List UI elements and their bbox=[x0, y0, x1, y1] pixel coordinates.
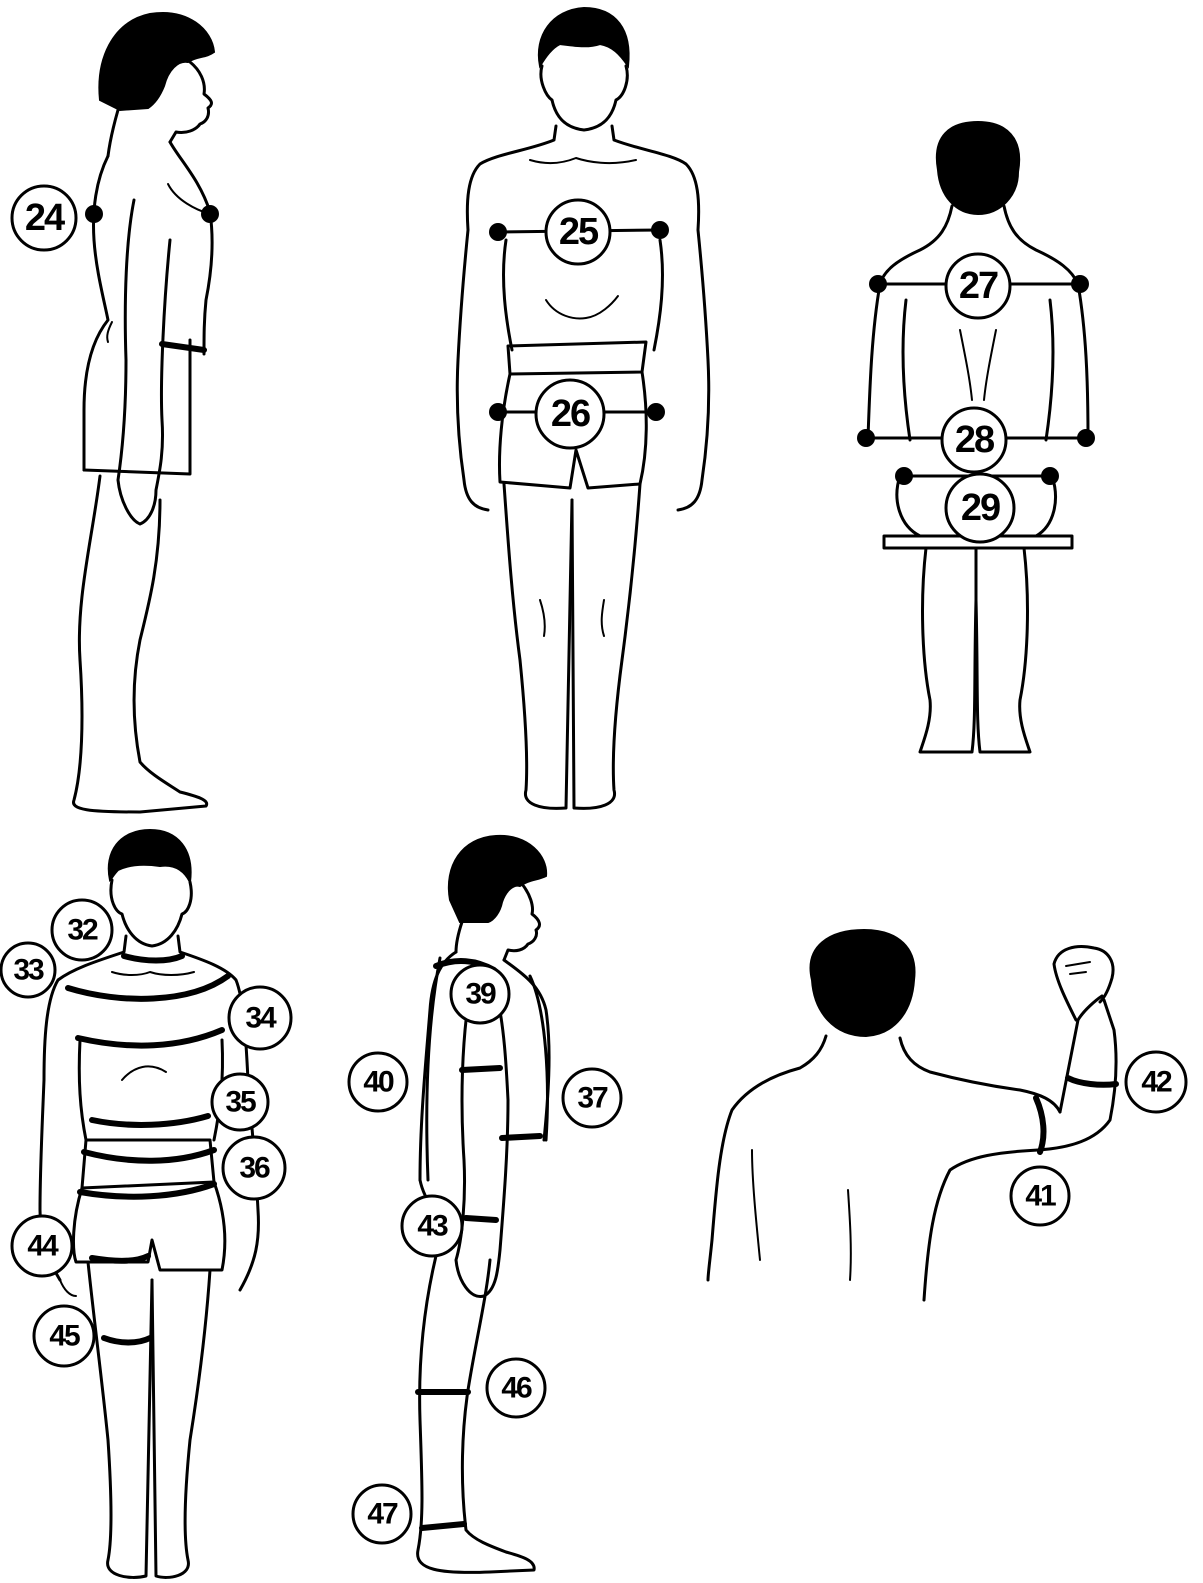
callout-28-text: 28 bbox=[955, 419, 994, 461]
callout-42-text: 42 bbox=[1141, 1066, 1172, 1099]
callout-42: 42 bbox=[1126, 1052, 1186, 1112]
callout-41-text: 41 bbox=[1025, 1180, 1056, 1213]
callout-45-text: 45 bbox=[49, 1320, 80, 1353]
callout-27-text: 27 bbox=[959, 265, 998, 307]
callout-33-text: 33 bbox=[13, 954, 44, 987]
callout-36: 36 bbox=[223, 1137, 285, 1199]
callout-47-text: 47 bbox=[367, 1498, 398, 1531]
callout-35-text: 35 bbox=[225, 1086, 256, 1119]
callout-46: 46 bbox=[487, 1359, 545, 1417]
callout-26: 26 bbox=[536, 380, 604, 448]
callout-35: 35 bbox=[212, 1074, 268, 1130]
callout-25: 25 bbox=[546, 200, 610, 264]
callout-47: 47 bbox=[353, 1485, 411, 1543]
callout-29: 29 bbox=[946, 474, 1014, 542]
callout-45: 45 bbox=[34, 1306, 94, 1366]
callout-33: 33 bbox=[1, 943, 55, 997]
callout-46-text: 46 bbox=[501, 1372, 532, 1405]
callout-37-text: 37 bbox=[577, 1082, 608, 1115]
callout-24-text: 24 bbox=[25, 197, 65, 239]
callout-39: 39 bbox=[451, 965, 509, 1023]
back-view-flexed-arm-figure bbox=[708, 930, 1116, 1300]
callout-43: 43 bbox=[402, 1196, 462, 1256]
callout-29-text: 29 bbox=[961, 487, 1000, 529]
side-view-figure bbox=[74, 13, 219, 812]
callout-34-text: 34 bbox=[245, 1002, 277, 1035]
callout-40-text: 40 bbox=[363, 1066, 394, 1099]
callout-39-text: 39 bbox=[465, 978, 496, 1011]
callout-32: 32 bbox=[52, 900, 112, 960]
callout-43-text: 43 bbox=[417, 1210, 448, 1243]
callout-26-text: 26 bbox=[551, 393, 590, 435]
callout-41: 41 bbox=[1011, 1167, 1069, 1225]
callout-37: 37 bbox=[563, 1069, 621, 1127]
callout-25-text: 25 bbox=[559, 211, 599, 253]
callout-44-text: 44 bbox=[27, 1230, 59, 1263]
callout-34: 34 bbox=[229, 987, 291, 1049]
callout-36-text: 36 bbox=[239, 1152, 270, 1185]
callout-32-text: 32 bbox=[67, 914, 98, 947]
callout-27: 27 bbox=[946, 254, 1010, 318]
callout-44: 44 bbox=[12, 1216, 72, 1276]
callout-28: 28 bbox=[942, 408, 1006, 472]
callout-24: 24 bbox=[12, 186, 76, 250]
callout-40: 40 bbox=[349, 1053, 407, 1111]
